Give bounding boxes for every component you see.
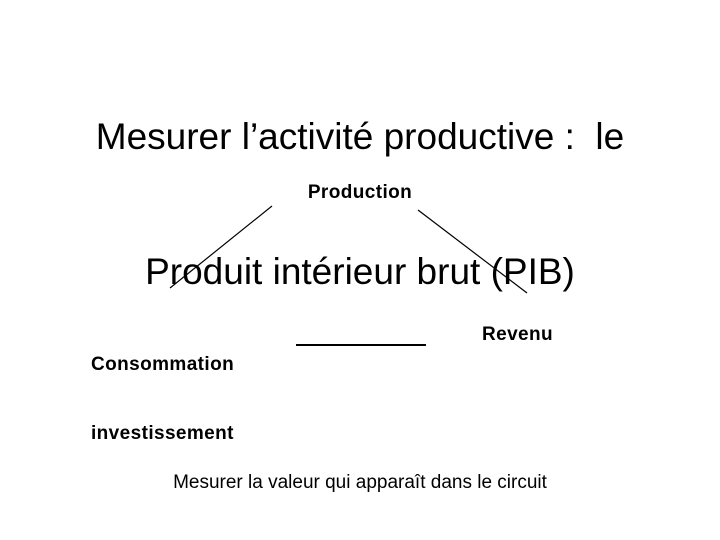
diagram-node-consommation-line-1: Consommation — [91, 354, 235, 375]
diagram-node-revenu: Revenu — [482, 324, 554, 345]
slide-caption-line-1: Mesurer la valeur qui apparaît dans le c… — [173, 472, 547, 493]
diagram-node-consommation-investissement: Consommation investissement — [91, 307, 234, 491]
diagram-node-production: Production — [307, 182, 413, 203]
diagram-node-consommation-line-2: investissement — [91, 423, 234, 444]
page-title-line-2: Produit intérieur brut (PIB) — [145, 251, 575, 292]
page-title-line-1: Mesurer l’activité productive : le — [95, 116, 625, 157]
slide-caption: Mesurer la valeur qui apparaît dans le c… — [60, 420, 660, 540]
